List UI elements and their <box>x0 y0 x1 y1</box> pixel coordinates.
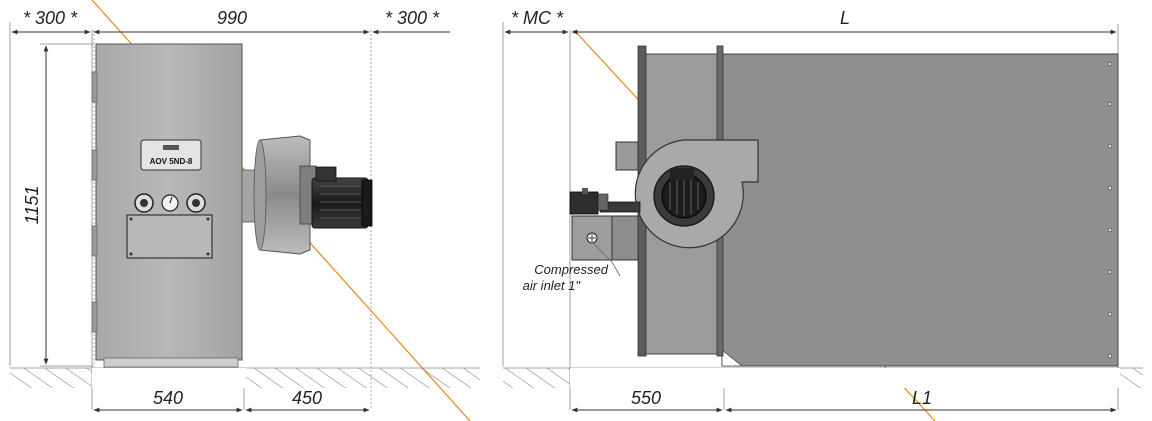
dim-L1: L1 <box>912 388 932 408</box>
front-view: * 300 * 990 * 300 * 1151 AOV 5ND-8 <box>9 0 480 421</box>
valve-assembly <box>569 188 609 215</box>
model-plate-text: AOV 5ND-8 <box>150 157 193 166</box>
dim-990: 990 <box>217 8 247 28</box>
dim-550: 550 <box>631 388 661 408</box>
dim-450: 450 <box>292 388 322 408</box>
blower-fan <box>241 135 317 255</box>
air-inlet-leader <box>593 243 621 277</box>
dim-L: L <box>840 8 850 28</box>
dim-1151: 1151 <box>22 186 42 225</box>
terminal-box <box>126 214 213 259</box>
burner-blower <box>634 139 759 249</box>
air-inlet-label-line1: Compressed <box>534 262 608 277</box>
cabinet-base <box>103 357 239 368</box>
burner-bracket <box>615 141 639 171</box>
dim-left-clearance: * 300 * <box>23 8 78 28</box>
model-plate <box>140 139 202 171</box>
control-knobs <box>134 193 206 213</box>
air-inlet-label-line2: air inlet 1" <box>523 278 582 293</box>
dim-mc: * MC * <box>511 8 564 28</box>
dim-540: 540 <box>153 388 183 408</box>
motor <box>311 166 373 229</box>
dim-right-clearance: * 300 * <box>385 8 440 28</box>
heater-body <box>721 53 1119 367</box>
side-view: * MC * L <box>502 8 1143 421</box>
